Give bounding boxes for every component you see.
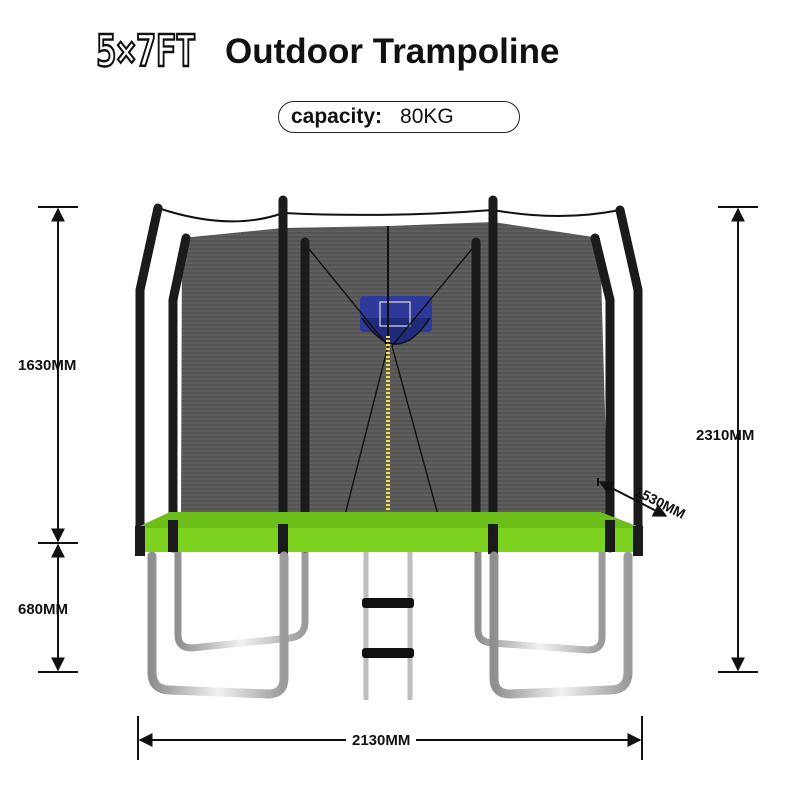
total-height-label: 2310MM bbox=[696, 427, 755, 444]
ladder bbox=[362, 552, 414, 700]
product-title: Outdoor Trampoline bbox=[225, 32, 560, 71]
size-badge: 5×7FT bbox=[95, 25, 197, 78]
enclosure-height-label: 1630MM bbox=[18, 357, 77, 374]
capacity-value: 80KG bbox=[400, 105, 454, 128]
net-ropes bbox=[304, 243, 477, 516]
frame-height-label: 680MM bbox=[18, 601, 69, 618]
enclosure-poles bbox=[135, 195, 643, 553]
width-label: 2130MM bbox=[346, 732, 417, 750]
enclosure-net bbox=[181, 222, 608, 518]
back-frame bbox=[174, 548, 606, 654]
capacity-badge: capacity: 80KG bbox=[278, 101, 520, 133]
front-frame bbox=[147, 551, 633, 699]
capacity-label: capacity: bbox=[291, 105, 383, 128]
